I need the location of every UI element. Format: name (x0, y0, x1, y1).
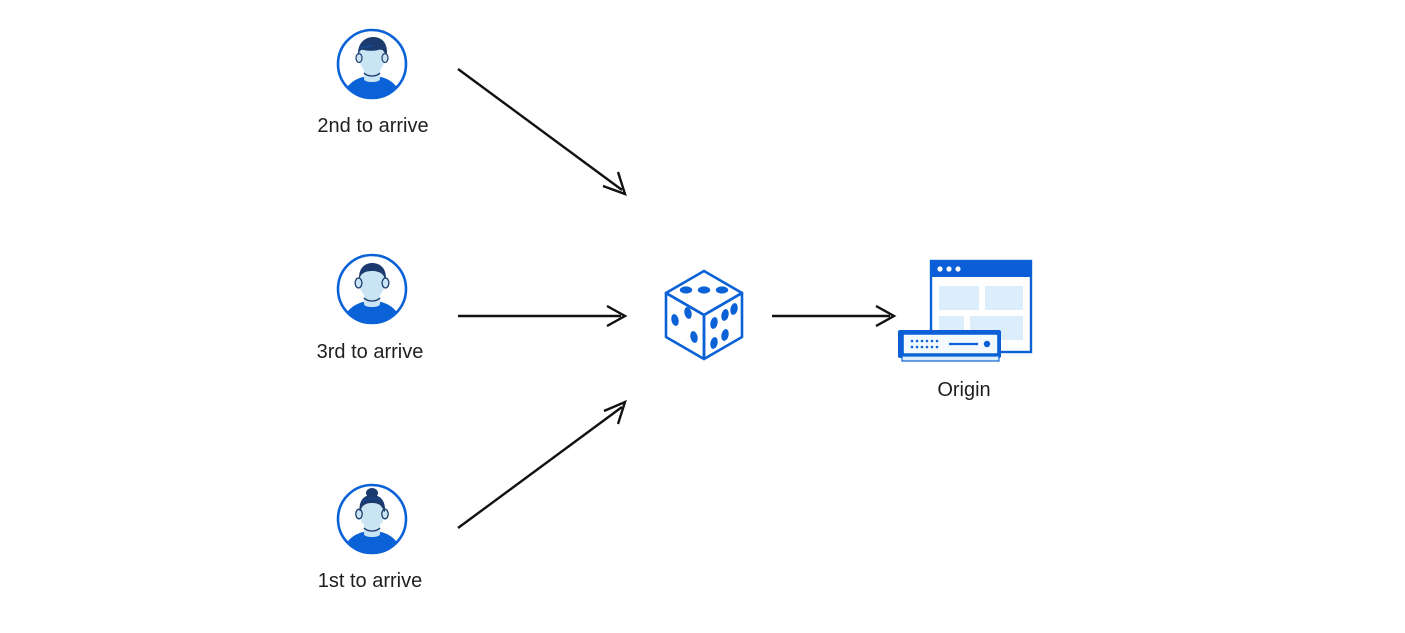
window-dots (937, 266, 961, 272)
edge-1st-to-dice (457, 399, 627, 529)
origin-node[interactable] (893, 256, 1035, 364)
dice-pips-right (710, 303, 738, 349)
edge-3rd-to-dice (458, 304, 628, 328)
client-label-2nd: 2nd to arrive (317, 115, 429, 137)
edge-dice-to-origin (772, 304, 897, 328)
origin-server-icon (898, 259, 1033, 362)
server-device-icon (898, 330, 1001, 362)
server-led-grid (910, 339, 939, 349)
user-avatar-icon (336, 483, 408, 555)
randomizer-node[interactable] (660, 265, 748, 365)
dice-pips-top (679, 286, 729, 294)
dice-pips-left (671, 307, 698, 343)
edge-2nd-to-dice (457, 68, 627, 196)
dice-icon (664, 269, 744, 361)
client-label-3rd: 3rd to arrive (316, 341, 424, 363)
client-node-2nd[interactable] (335, 27, 409, 101)
client-node-3rd[interactable] (335, 252, 409, 326)
client-node-1st[interactable] (335, 482, 409, 556)
user-avatar-icon (336, 28, 408, 100)
client-label-1st: 1st to arrive (317, 570, 423, 592)
origin-label: Origin (937, 379, 991, 401)
user-avatar-icon (336, 253, 408, 325)
